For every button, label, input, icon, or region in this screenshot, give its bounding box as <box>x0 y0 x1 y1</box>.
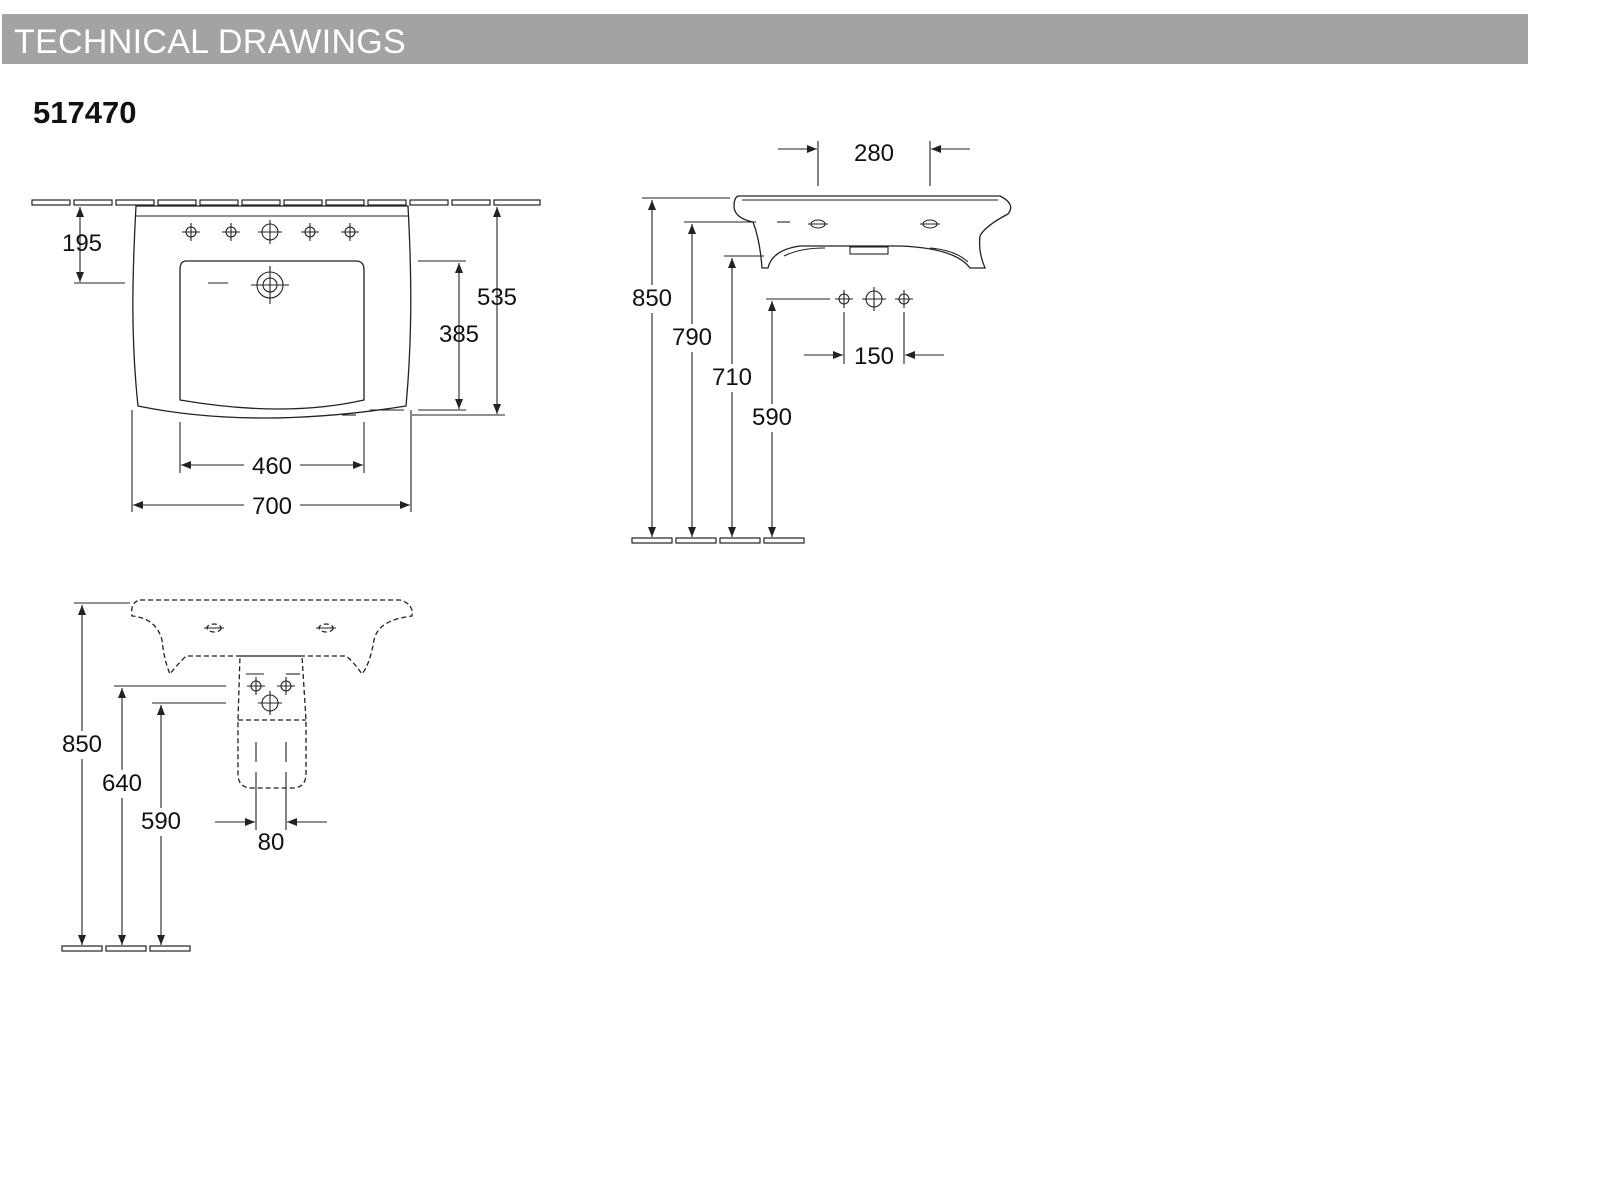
floor-line-front <box>61 945 191 952</box>
dim-80: 80 <box>258 829 285 856</box>
front-view: 80 850 640 590 <box>56 599 413 952</box>
bowl-outline-top <box>179 260 365 410</box>
top-view: 195 535 385 460 700 <box>31 199 541 520</box>
dim-460: 460 <box>252 453 292 480</box>
dim-590-side: 590 <box>752 404 792 431</box>
header-bar: TECHNICAL DRAWINGS <box>2 14 1528 64</box>
dim-280: 280 <box>854 140 894 167</box>
dim-790-side: 790 <box>672 324 712 351</box>
dim-710-side: 710 <box>712 364 752 391</box>
dim-700: 700 <box>252 493 292 520</box>
dim-640-front: 640 <box>102 770 142 797</box>
dim-590-front: 590 <box>141 808 181 835</box>
dim-150: 150 <box>854 343 894 370</box>
dim-850-front: 850 <box>62 731 102 758</box>
dim-535: 535 <box>477 284 517 311</box>
section-title: TECHNICAL DRAWINGS <box>14 23 407 61</box>
dim-385: 385 <box>439 321 479 348</box>
basin-profile-side <box>733 195 1012 269</box>
side-view: 280 150 850 790 710 590 <box>626 140 1012 544</box>
dim-850-side: 850 <box>632 285 672 312</box>
model-number: 517470 <box>33 95 137 130</box>
basin-outline-top <box>132 205 412 419</box>
floor-line-side <box>631 537 805 544</box>
basin-outline-front <box>131 599 413 676</box>
dim-195: 195 <box>62 230 102 257</box>
trap-cover-front <box>237 655 307 789</box>
wall-line-top <box>31 199 541 206</box>
